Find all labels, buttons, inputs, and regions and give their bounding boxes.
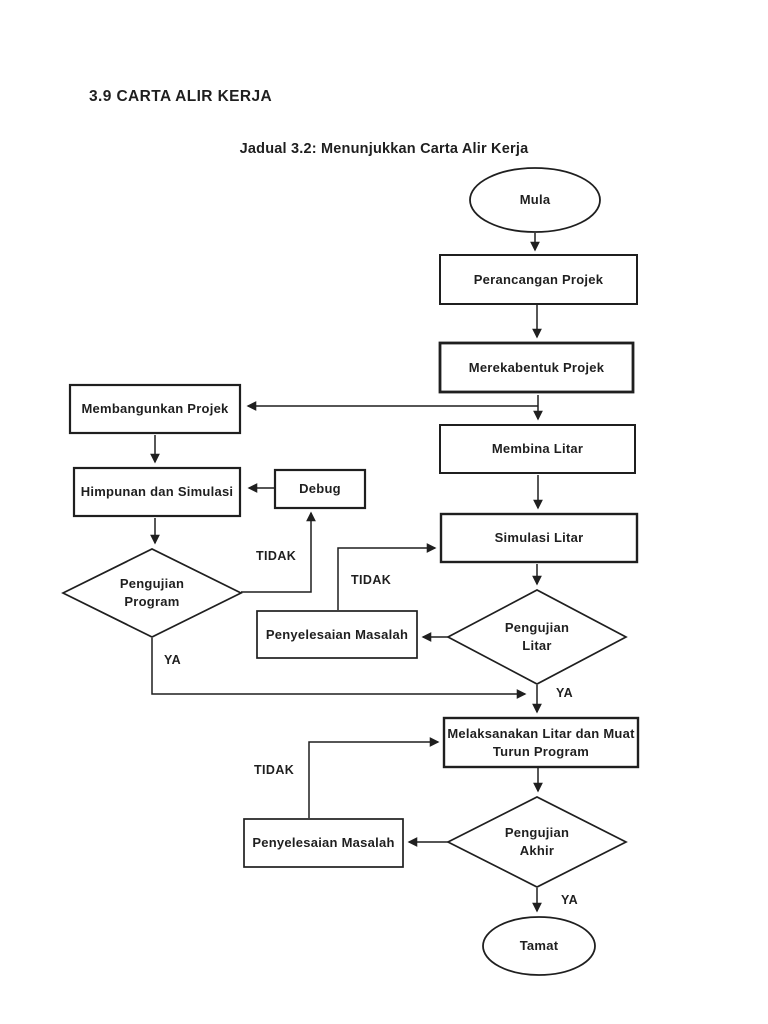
edge-pengujian-program-debug [241,511,316,593]
figure-caption: Jadual 3.2: Menunjukkan Carta Alir Kerja [239,141,529,157]
edge-pengujian-program-ya [151,638,527,699]
pengujian-program-diamond-shape [61,548,243,638]
penyelesaian2-box-shape [243,818,404,868]
himpunan-box-label: Himpunan dan Simulasi [80,484,234,500]
simulasi-box-shape [439,512,639,564]
penyelesaian2-box-label: Penyelesaian Masalah [252,835,395,851]
end-terminator-shape [482,916,596,976]
penyelesaian1-box-shape [256,610,418,659]
pengujian-akhir-diamond-shape [446,796,628,888]
pengujian-program-diamond-label: Pengujian Program [119,576,185,609]
himpunan-box-shape [72,466,242,518]
flow-connectors [150,233,543,913]
edge-penyelesaian2-melaksanakan [308,737,440,818]
penyelesaian1-box-label: Penyelesaian Masalah [265,626,409,642]
melaksanakan-box-label: Melaksanakan Litar dan Muat Turun Progra… [447,725,635,759]
membina-box-shape [439,424,636,474]
pengujian-akhir-diamond-label: Pengujian Akhir [504,825,570,858]
merekabentuk-box-label: Merekabentuk Projek [468,359,605,375]
section-heading: 3.9 CARTA ALIR KERJA [89,88,273,105]
edge-penyelesaian1-simulasi [337,543,437,610]
branch-label-akhir-tidak: TIDAK [254,763,295,777]
branch-label-akhir-ya: YA [561,893,579,907]
start-terminator-label: Mula [519,192,551,208]
melaksanakan-box-shape [442,716,640,769]
branch-label-litar-ya: YA [556,686,574,700]
membangunkan-box-shape [68,383,242,435]
branch-label-program-tidak: TIDAK [256,549,297,563]
simulasi-box-label: Simulasi Litar [494,530,584,546]
debug-box-shape [273,468,367,510]
pengujian-litar-diamond-shape [446,589,628,685]
branch-label-litar-tidak: TIDAK [351,573,392,587]
branch-label-program-ya: YA [164,653,182,667]
perancangan-box-shape [439,254,638,305]
end-terminator-label: Tamat [519,938,559,954]
perancangan-box-label: Perancangan Projek [473,271,604,287]
membangunkan-box-label: Membangunkan Projek [81,401,229,417]
membina-box-label: Membina Litar [491,441,584,457]
pengujian-litar-diamond-label: Pengujian Litar [504,620,570,653]
start-terminator-shape [469,167,601,233]
debug-box-label: Debug [299,481,341,497]
merekabentuk-box-shape [438,341,635,394]
flow-shapes [61,167,640,976]
